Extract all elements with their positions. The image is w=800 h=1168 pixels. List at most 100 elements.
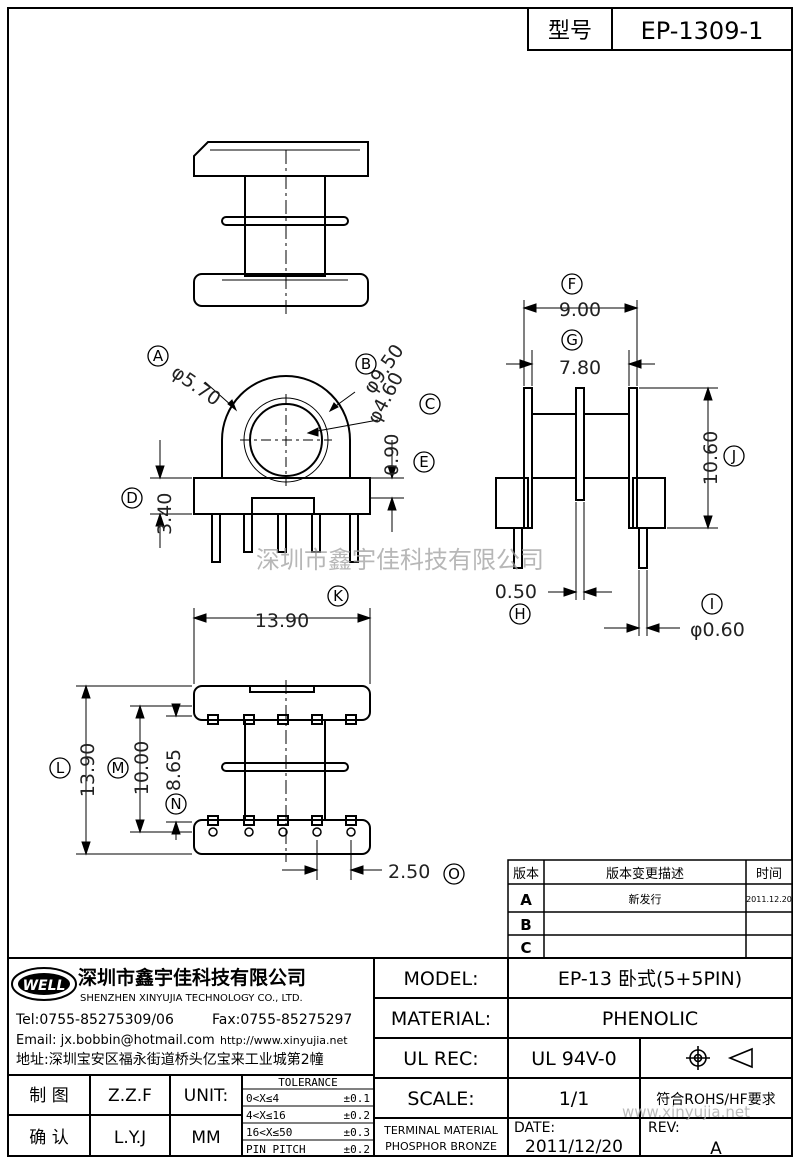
model-label: MODEL: — [404, 968, 479, 990]
company-web: http://www.xinyujia.net — [220, 1034, 348, 1047]
company-tel: Tel:0755-85275309/06 — [15, 1012, 174, 1028]
letter-M: M — [112, 759, 125, 777]
dim-E-value: 0.90 — [381, 434, 403, 476]
unit-value: MM — [191, 1128, 220, 1148]
bottom-view — [193, 680, 371, 862]
model-value: EP-13 卧式(5+5PIN) — [558, 968, 742, 990]
rev-header-description: 版本变更描述 — [606, 866, 684, 882]
rev-value: A — [710, 1139, 722, 1159]
tolerance-range: 4<X≤16 — [246, 1109, 286, 1122]
watermark: 深圳市鑫宇佳科技有限公司 — [256, 546, 544, 574]
header-model-label: 型号 — [548, 19, 592, 44]
header-model-value: EP-1309-1 — [641, 17, 764, 45]
company-name-en: SHENZHEN XINYUJIA TECHNOLOGY CO., LTD. — [80, 993, 303, 1004]
sheet-border — [7, 7, 793, 1157]
dim-M-value: 10.00 — [131, 741, 153, 795]
bottom-view-dimensions — [76, 608, 382, 880]
header-model-box: 型号 EP-1309-1 — [527, 7, 793, 51]
rev-row-time: 2011.12.20 — [746, 895, 792, 904]
letter-G: G — [566, 331, 578, 349]
ulrec-label: UL REC: — [403, 1048, 478, 1070]
bubble-J — [723, 445, 745, 467]
company-logo: WELL — [11, 967, 77, 1001]
logo-text: WELL — [23, 978, 66, 994]
unit-label: UNIT: — [184, 1086, 228, 1106]
dim-F-value: 9.00 — [559, 299, 601, 321]
dim-H-value: 0.50 — [495, 581, 537, 603]
draw-value: Z.Z.F — [108, 1086, 152, 1106]
revision-table — [507, 859, 793, 959]
letter-K: K — [333, 587, 344, 605]
material-value: PHENOLIC — [602, 1008, 698, 1030]
dim-G-value: 7.80 — [559, 357, 601, 379]
company-address: 地址:深圳宝安区福永街道桥头亿宝来工业城第2幢 — [16, 1051, 324, 1068]
letter-D: D — [126, 489, 138, 507]
dimension-letter-bubbles — [49, 273, 745, 885]
bubble-E — [413, 451, 435, 473]
third-angle-projection-icon — [686, 1046, 753, 1070]
bubble-O — [443, 863, 465, 885]
side-view-dimensions — [506, 300, 718, 636]
rev-header-time: 时间 — [756, 867, 782, 882]
draw-label: 制 图 — [29, 1086, 68, 1106]
bubble-G — [561, 329, 583, 351]
rev-label: REV: — [648, 1120, 680, 1136]
date-value: 2011/12/20 — [525, 1137, 623, 1157]
tolerance-range: 16<X≤50 — [246, 1126, 292, 1139]
bubble-A — [147, 345, 169, 367]
bubble-M — [107, 757, 129, 779]
dim-L-value: 13.90 — [77, 743, 99, 797]
company-email: Email: jx.bobbin@hotmail.com — [16, 1033, 215, 1048]
bubble-K — [327, 585, 349, 607]
tolerance-value: ±0.2 — [344, 1143, 371, 1156]
bubble-I — [701, 593, 723, 615]
bubble-N — [165, 793, 187, 815]
tolerance-value: ±0.3 — [344, 1126, 371, 1139]
rev-row-version: A — [520, 891, 532, 909]
company-name-cn: 深圳市鑫宇佳科技有限公司 — [78, 966, 306, 989]
scale-label: SCALE: — [407, 1088, 474, 1110]
dim-K-value: 13.90 — [255, 610, 309, 632]
side-view — [495, 387, 666, 569]
terminal-material: TERMINAL MATERIAL — [383, 1124, 499, 1137]
date-label: DATE: — [514, 1120, 555, 1136]
dim-O-value: 2.50 — [388, 861, 430, 883]
dim-A-value: φ5.70 — [167, 361, 225, 410]
letter-I: I — [710, 595, 714, 613]
tolerance-value: ±0.2 — [344, 1109, 371, 1122]
dim-D-value: 3.40 — [154, 493, 176, 535]
title-block-grid — [8, 957, 792, 1156]
letter-J: J — [731, 447, 736, 465]
bubble-F — [561, 273, 583, 295]
bubble-B — [355, 353, 377, 375]
rev-row-version: B — [520, 916, 531, 934]
dim-I-value: φ0.60 — [690, 619, 745, 641]
letter-B: B — [361, 355, 371, 373]
tolerance-range: 0<X≤4 — [246, 1092, 279, 1105]
bubble-D — [121, 487, 143, 509]
check-label: 确 认 — [29, 1128, 68, 1148]
terminal-material-value: PHOSPHOR BRONZE — [385, 1140, 497, 1153]
bubble-H — [509, 603, 531, 625]
front-view-dimensions — [150, 381, 404, 548]
rev-row-version: C — [520, 939, 531, 957]
material-label: MATERIAL: — [391, 1008, 491, 1030]
letter-E: E — [419, 453, 428, 471]
url-watermark: www.xinyujia.net — [622, 1103, 750, 1121]
dim-N-value: 8.65 — [163, 749, 185, 791]
bubble-C — [419, 393, 441, 415]
rohs-note: 符合ROHS/HF要求 — [656, 1092, 775, 1108]
letter-A: A — [153, 347, 164, 365]
letter-L: L — [56, 759, 65, 777]
tolerance-title: TOLERANCE — [278, 1076, 338, 1089]
ulrec-value: UL 94V-0 — [531, 1048, 617, 1070]
scale-value: 1/1 — [559, 1088, 590, 1110]
letter-C: C — [425, 395, 435, 413]
tolerance-grid — [242, 1088, 374, 1141]
top-view — [193, 141, 369, 315]
tolerance-value: ±0.1 — [344, 1092, 371, 1105]
tolerance-range: PIN PITCH — [246, 1143, 306, 1156]
check-value: L.Y.J — [114, 1128, 146, 1148]
letter-O: O — [448, 865, 460, 883]
